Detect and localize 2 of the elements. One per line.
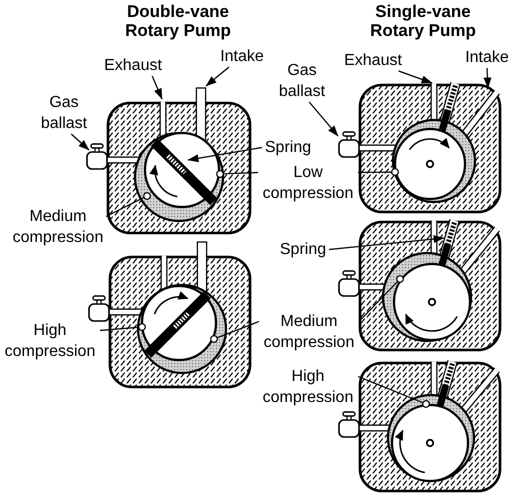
heading: Single-vane Rotary Pump	[369, 2, 477, 40]
heading: Double-vane Rotary Pump	[124, 2, 232, 40]
